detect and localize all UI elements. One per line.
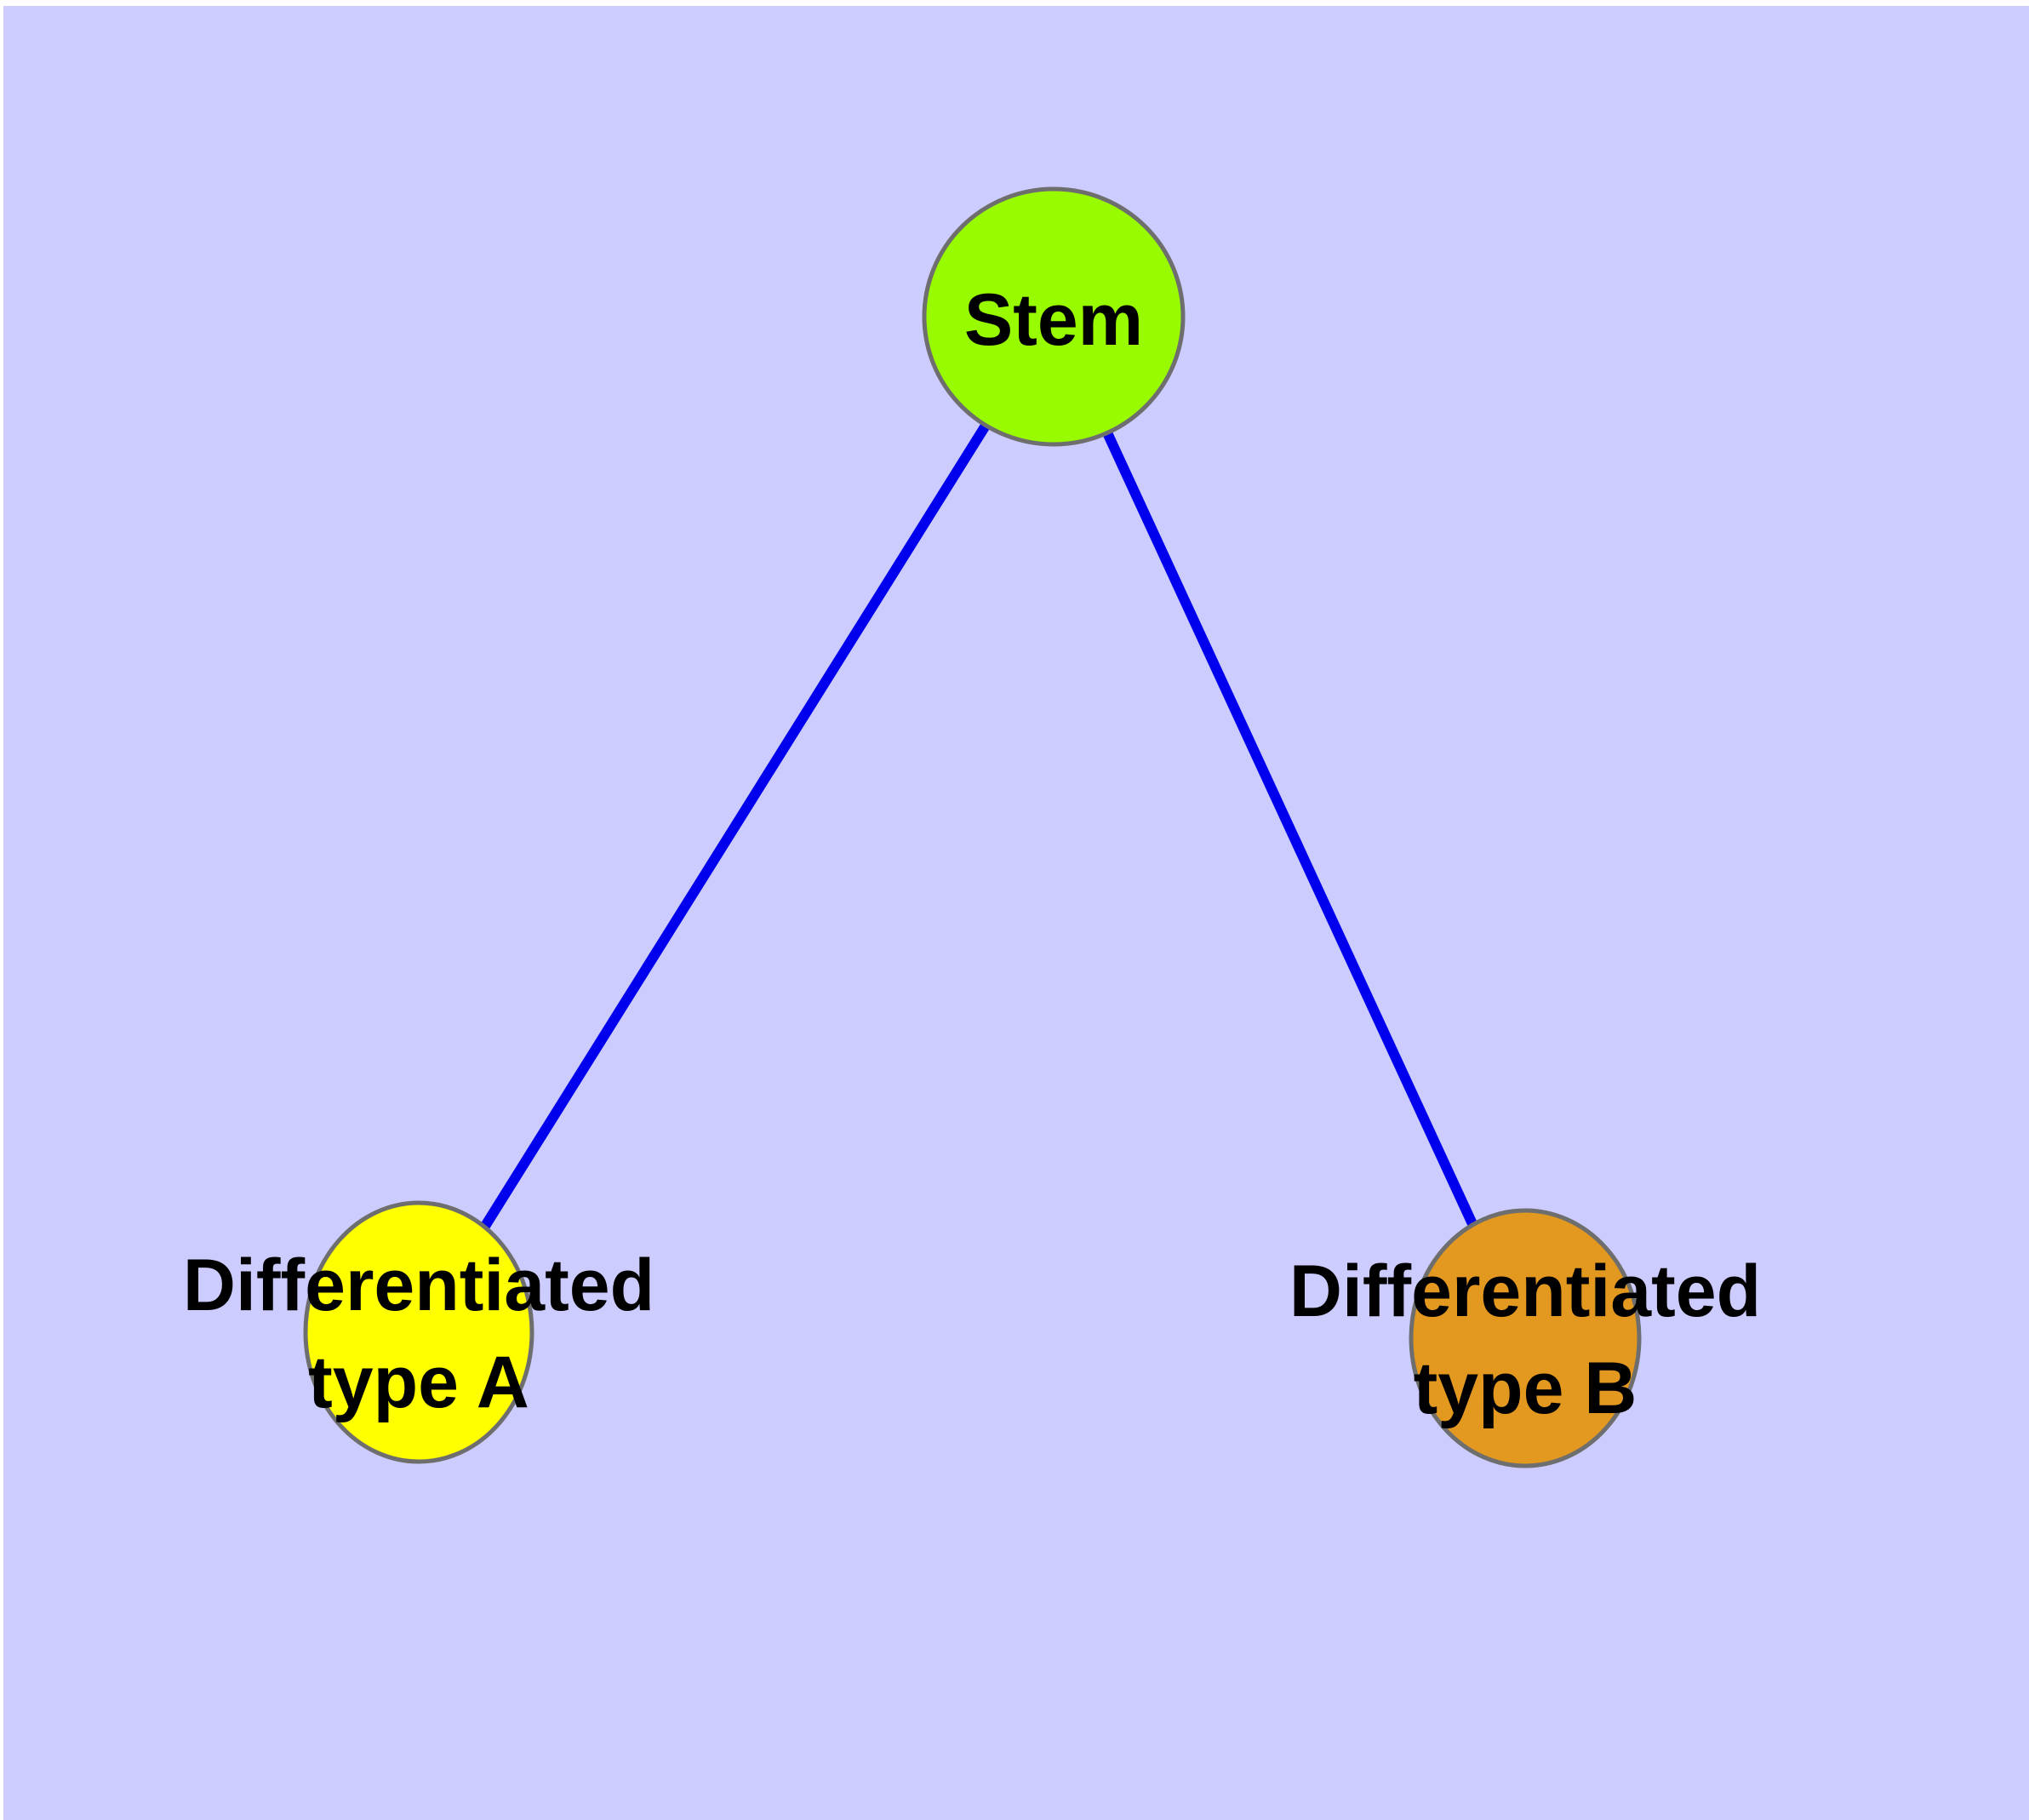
stem-node-label: Stem — [964, 279, 1143, 361]
edge-stem-to-type-b — [1049, 314, 1530, 1341]
node-differentiated-type-b: Differentiated type B — [1289, 1208, 1761, 1468]
type-a-node-label-line1: Differentiated — [183, 1245, 654, 1326]
edge-stem-to-type-a — [414, 313, 1059, 1336]
type-a-node-label-line2: type A — [308, 1342, 529, 1423]
node-differentiated-type-a: Differentiated type A — [183, 1200, 654, 1464]
node-stem: Stem — [922, 186, 1186, 447]
stem-node-shape — [922, 186, 1186, 447]
type-b-node-label-line1: Differentiated — [1289, 1251, 1761, 1332]
type-a-node-shape — [303, 1200, 534, 1464]
type-b-node-label-line2: type B — [1414, 1348, 1637, 1429]
type-b-node-shape — [1409, 1208, 1642, 1468]
